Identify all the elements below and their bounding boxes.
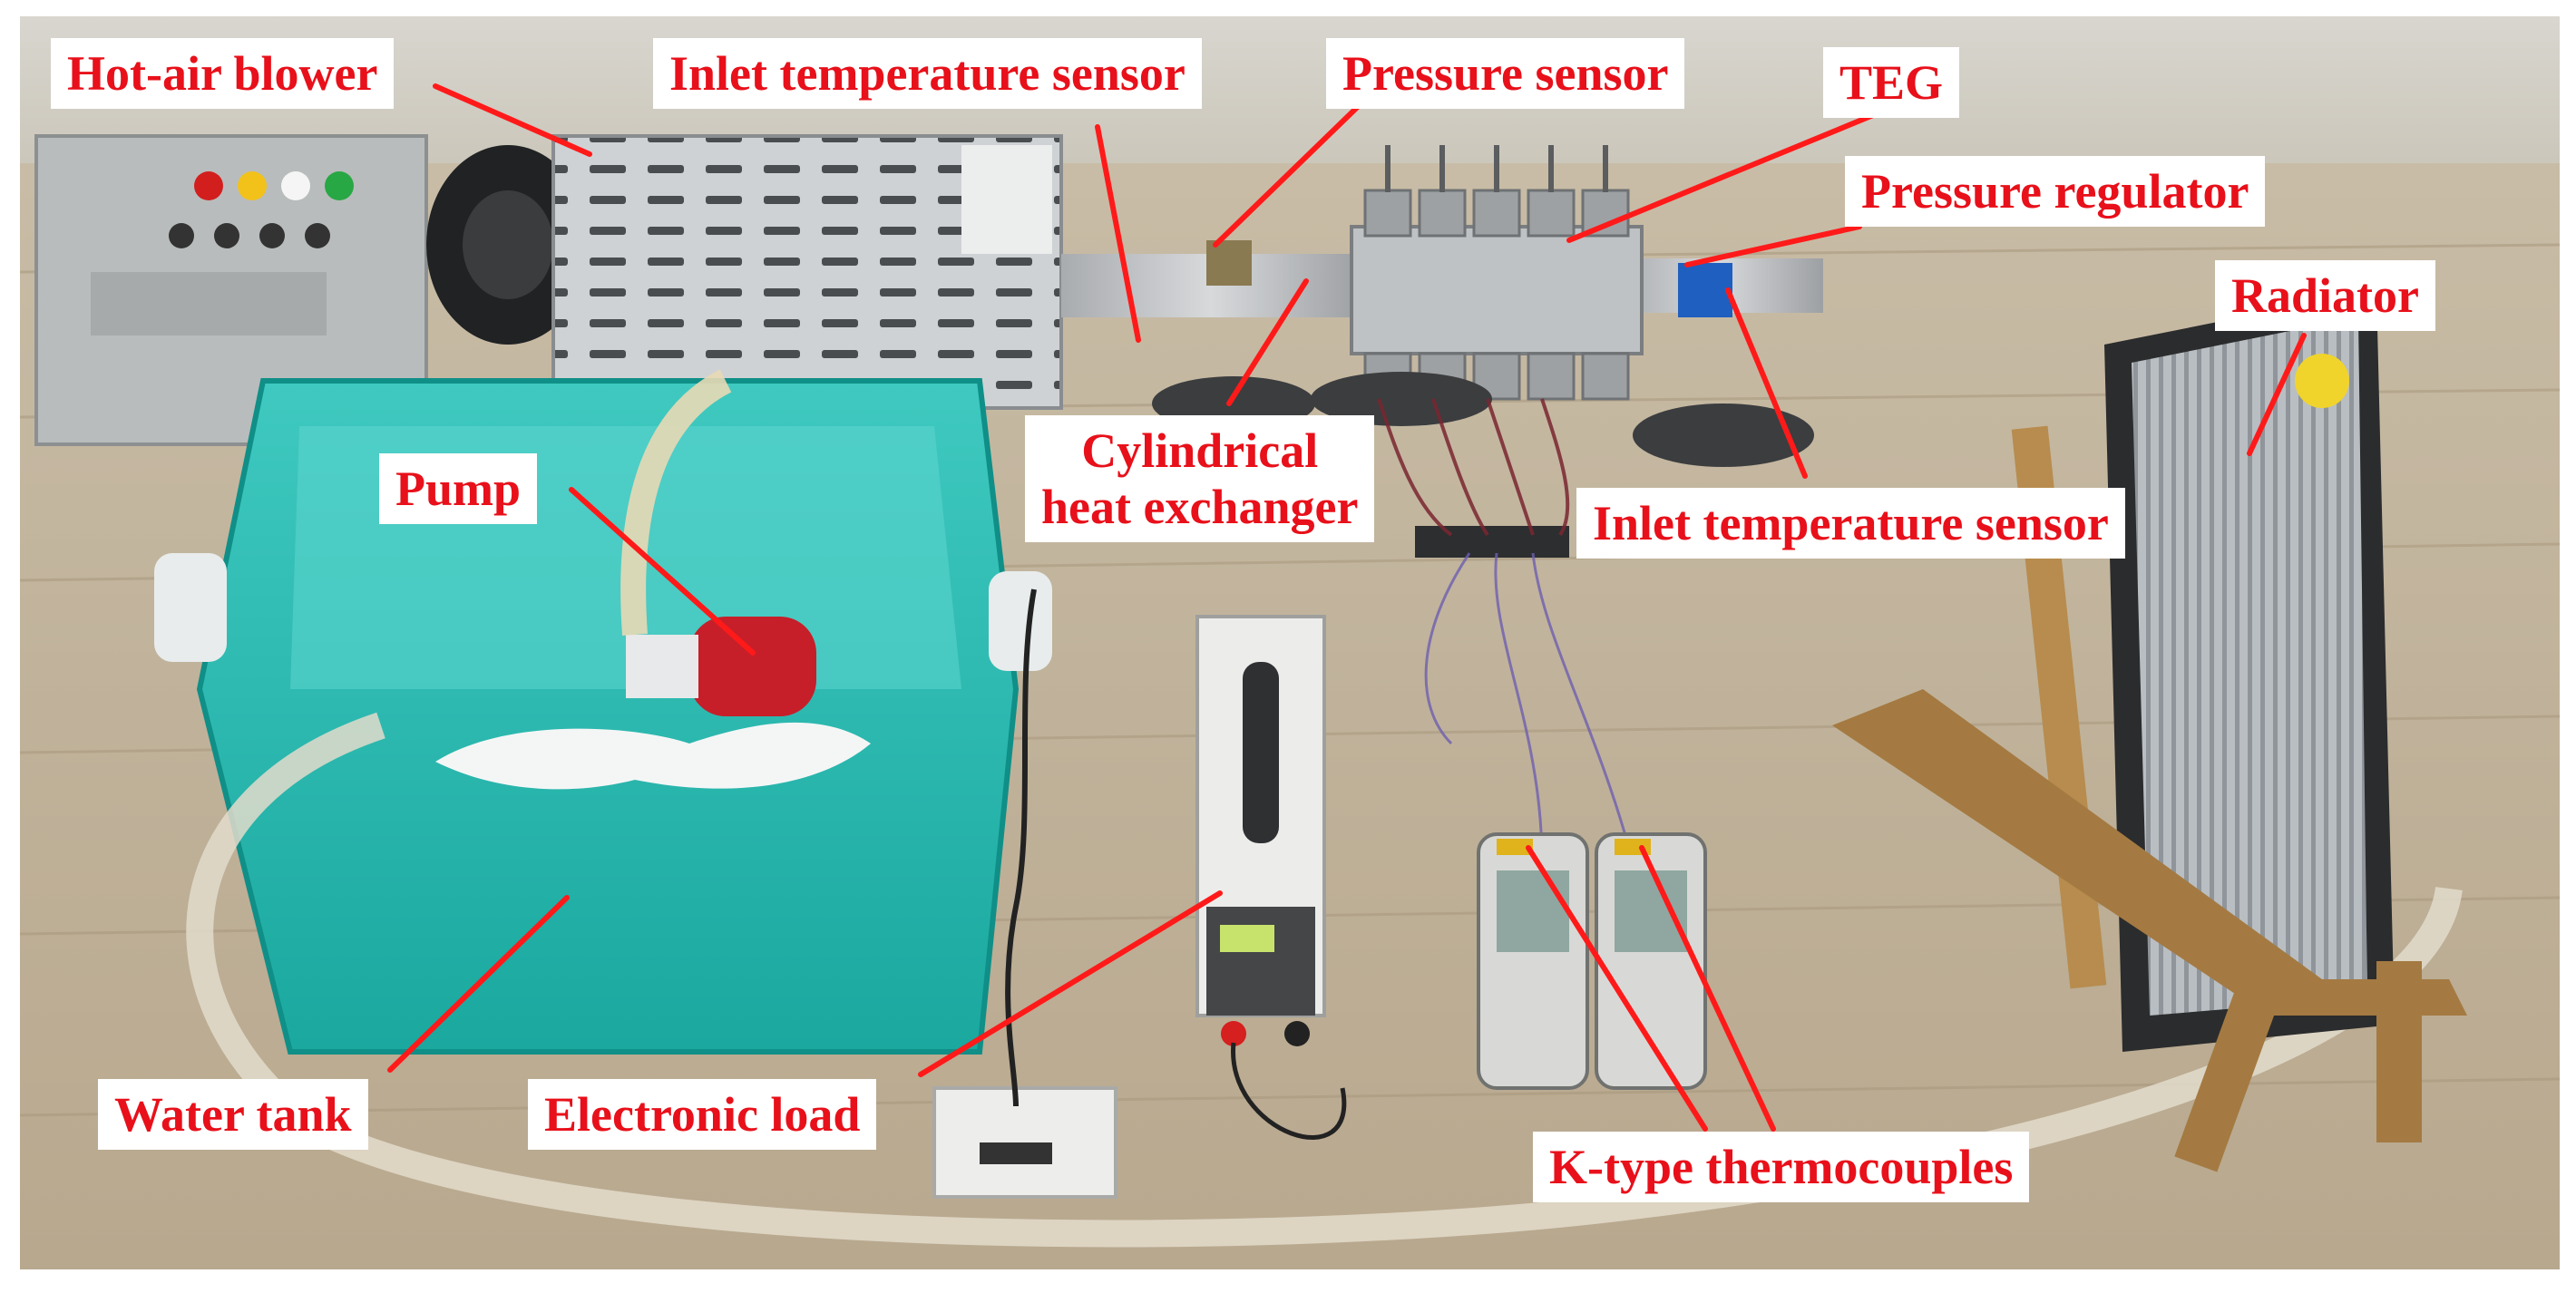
label-teg: TEG [1823,47,1960,118]
label-water-tank-text: Water tank [114,1087,352,1142]
label-cylindrical-heat-exchanger: Cylindrical heat exchanger [1025,415,1375,542]
label-inlet-temperature-sensor-top-text: Inlet temperature sensor [669,46,1186,101]
label-hot-air-blower: Hot-air blower [51,38,395,109]
label-inlet-temperature-sensor-bottom: Inlet temperature sensor [1576,488,2125,559]
label-radiator: Radiator [2215,260,2435,331]
label-electronic-load: Electronic load [528,1079,877,1150]
label-pump-text: Pump [395,462,522,516]
label-cylindrical-heat-exchanger-line2: heat exchanger [1041,480,1359,534]
label-cylindrical-heat-exchanger-line1: Cylindrical [1081,423,1319,478]
label-pressure-regulator: Pressure regulator [1845,156,2266,227]
label-pump: Pump [379,453,538,524]
label-k-type-thermocouples-text: K-type thermocouples [1549,1140,2014,1194]
label-teg-text: TEG [1839,55,1944,110]
label-electronic-load-text: Electronic load [544,1087,861,1142]
label-inlet-temperature-sensor-bottom-text: Inlet temperature sensor [1593,496,2109,550]
label-inlet-temperature-sensor-top: Inlet temperature sensor [653,38,1202,109]
label-water-tank: Water tank [98,1079,368,1150]
label-hot-air-blower-text: Hot-air blower [67,46,378,101]
label-radiator-text: Radiator [2231,268,2419,323]
label-k-type-thermocouples: K-type thermocouples [1533,1132,2030,1202]
label-pressure-sensor-text: Pressure sensor [1342,46,1669,101]
label-pressure-regulator-text: Pressure regulator [1861,164,2249,219]
label-pressure-sensor: Pressure sensor [1326,38,1685,109]
